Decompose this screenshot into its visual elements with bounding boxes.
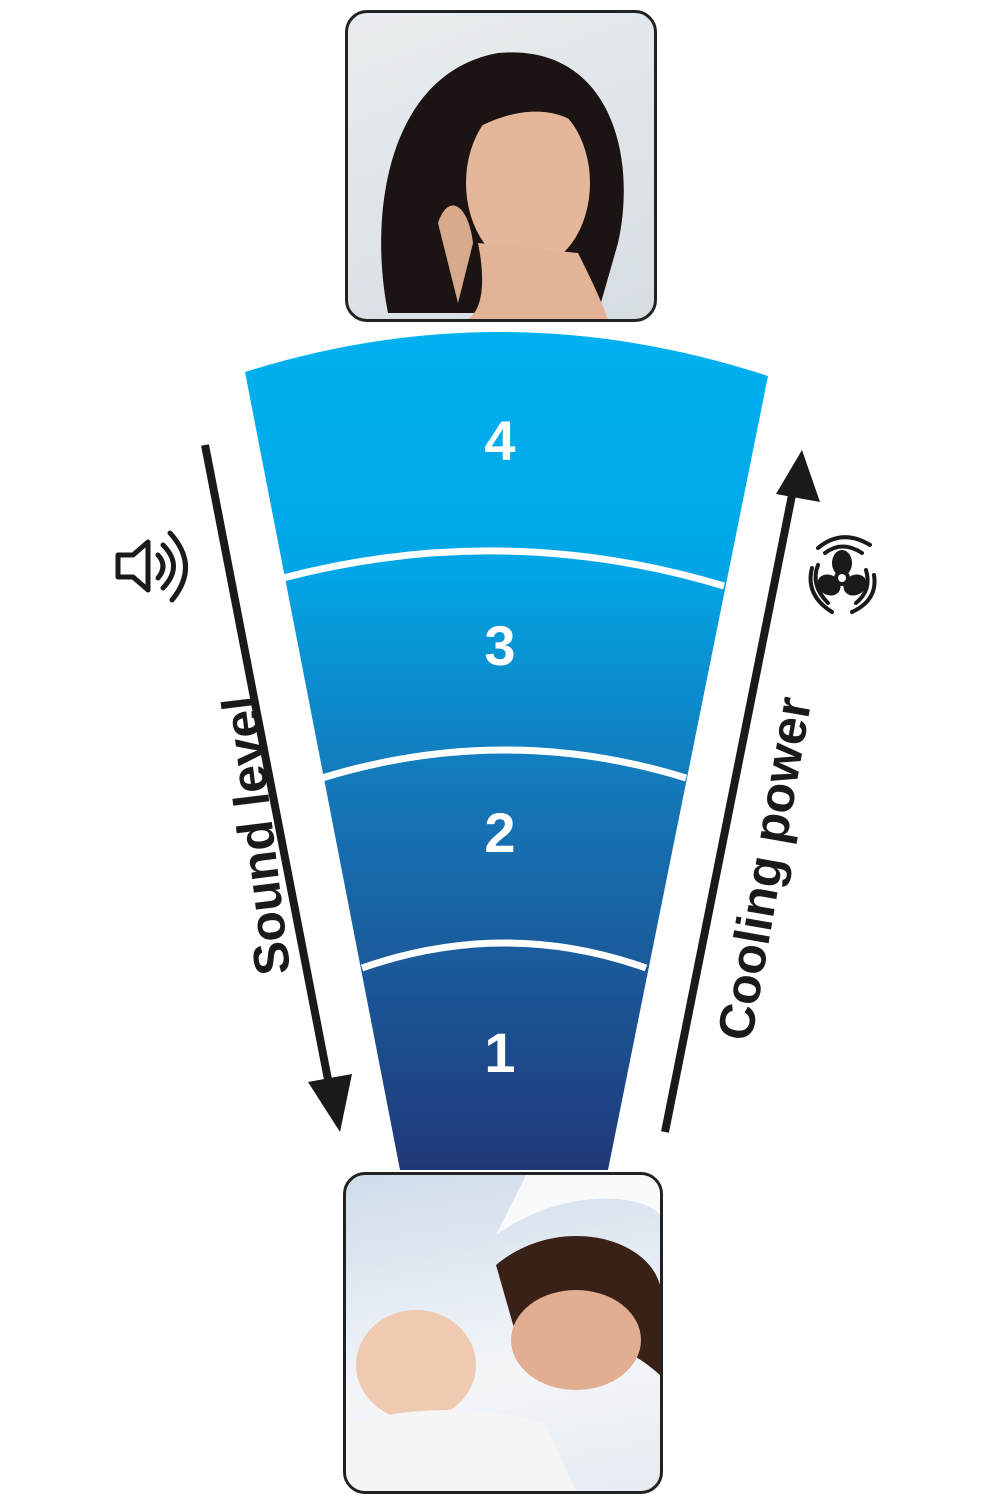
- fan-icon: [808, 535, 877, 614]
- level-divider-1-2: [360, 939, 648, 972]
- level-divider-3-4: [282, 547, 726, 590]
- woman-photo-illustration: [381, 52, 624, 319]
- level-divider-2-3: [320, 746, 688, 782]
- sound-level-arrow: [201, 444, 352, 1132]
- level-3-label: 3: [484, 614, 515, 677]
- photo-woman-hair-blowing: [345, 10, 657, 322]
- photo-mother-and-baby-sleeping: [343, 1172, 663, 1494]
- cooling-power-arrow: [661, 450, 820, 1133]
- level-2-label: 2: [484, 801, 515, 864]
- level-4-label: 4: [484, 409, 515, 472]
- sleeping-photo-illustration: [346, 1175, 660, 1491]
- level-1-label: 1: [484, 1021, 515, 1084]
- speaker-icon: [115, 530, 188, 603]
